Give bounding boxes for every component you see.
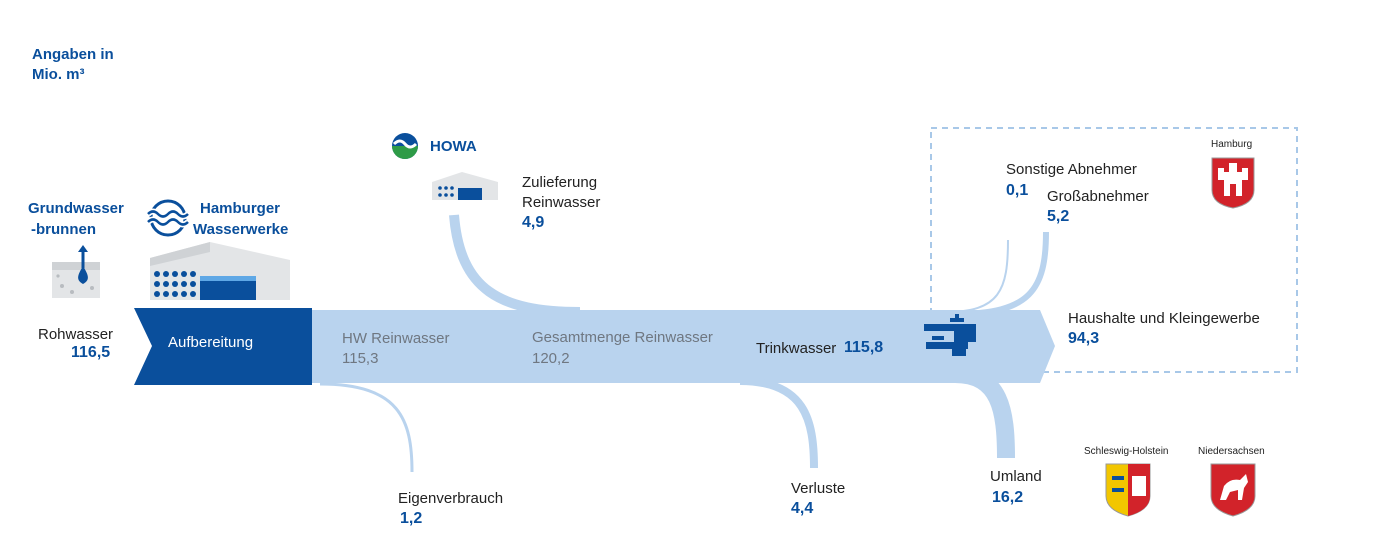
sonstige-flow bbox=[944, 239, 1009, 313]
unit-note-line2: Mio. m³ bbox=[32, 66, 85, 83]
eigenverbrauch-label: Eigenverbrauch bbox=[398, 490, 504, 507]
niedersachsen-crest-icon bbox=[1210, 463, 1256, 517]
aufbereitung-label: Aufbereitung bbox=[168, 334, 254, 351]
hamburg-crest-icon bbox=[1211, 157, 1255, 209]
grundwasser-icon bbox=[52, 245, 100, 298]
hww-label-line2: Wasserwerke bbox=[193, 221, 289, 238]
aufbereitung-block bbox=[134, 308, 312, 385]
main-flow-band bbox=[312, 310, 1055, 383]
gross-label: Großabnehmer bbox=[1047, 188, 1149, 205]
niedersachsen-label: Niedersachsen bbox=[1198, 446, 1265, 457]
hamburg-label: Hamburg bbox=[1211, 139, 1253, 150]
zulieferung-value: 4,9 bbox=[522, 214, 545, 231]
trinkwasser-value: 115,8 bbox=[844, 339, 884, 356]
grundwasser-label-line2: -brunnen bbox=[31, 221, 96, 238]
rohwasser-label: Rohwasser bbox=[38, 326, 114, 343]
verluste-value: 4,4 bbox=[791, 500, 814, 517]
zulieferung-label-line1: Zulieferung bbox=[522, 174, 598, 191]
hww-label-line1: Hamburger bbox=[200, 200, 281, 217]
umland-flow bbox=[954, 365, 1015, 459]
gross-value: 5,2 bbox=[1047, 208, 1070, 225]
gross-flow bbox=[954, 231, 1049, 317]
grundwasser-label-line1: Grundwasser bbox=[28, 200, 124, 217]
howa-label: HOWA bbox=[430, 138, 477, 155]
gesamt-value: 120,2 bbox=[532, 350, 570, 367]
rohwasser-value: 116,5 bbox=[71, 344, 111, 361]
eigenverbrauch-value: 1,2 bbox=[400, 510, 423, 527]
schleswig-holstein-crest-icon bbox=[1105, 463, 1151, 517]
gesamt-label: Gesamtmenge Reinwasser bbox=[532, 329, 713, 346]
verluste-label: Verluste bbox=[791, 480, 846, 497]
umland-label: Umland bbox=[990, 468, 1042, 485]
zulieferung-flow bbox=[449, 214, 581, 317]
faucet-icon bbox=[924, 314, 976, 356]
trinkwasser-label: Trinkwasser bbox=[756, 340, 837, 357]
unit-note-line1: Angaben in bbox=[32, 46, 114, 63]
wasserwerk-building-icon bbox=[150, 242, 290, 300]
hww-logo-icon bbox=[145, 199, 191, 237]
eigenverbrauch-flow bbox=[319, 382, 414, 473]
sonstige-value: 0,1 bbox=[1006, 182, 1029, 199]
umland-value: 16,2 bbox=[992, 489, 1024, 506]
verluste-flow bbox=[739, 377, 818, 469]
howa-building-icon bbox=[432, 172, 498, 200]
hw-reinwasser-label: HW Reinwasser bbox=[342, 330, 450, 347]
schleswig-holstein-label: Schleswig-Holstein bbox=[1084, 446, 1169, 457]
zulieferung-label-line2: Reinwasser bbox=[522, 194, 601, 211]
hamburg-region-box bbox=[930, 127, 1298, 373]
howa-logo-icon bbox=[392, 133, 418, 159]
hw-reinwasser-value: 115,3 bbox=[342, 350, 379, 367]
sonstige-label: Sonstige Abnehmer bbox=[1006, 161, 1137, 178]
haushalte-value: 94,3 bbox=[1068, 330, 1100, 347]
haushalte-label: Haushalte und Kleingewerbe bbox=[1068, 310, 1260, 327]
